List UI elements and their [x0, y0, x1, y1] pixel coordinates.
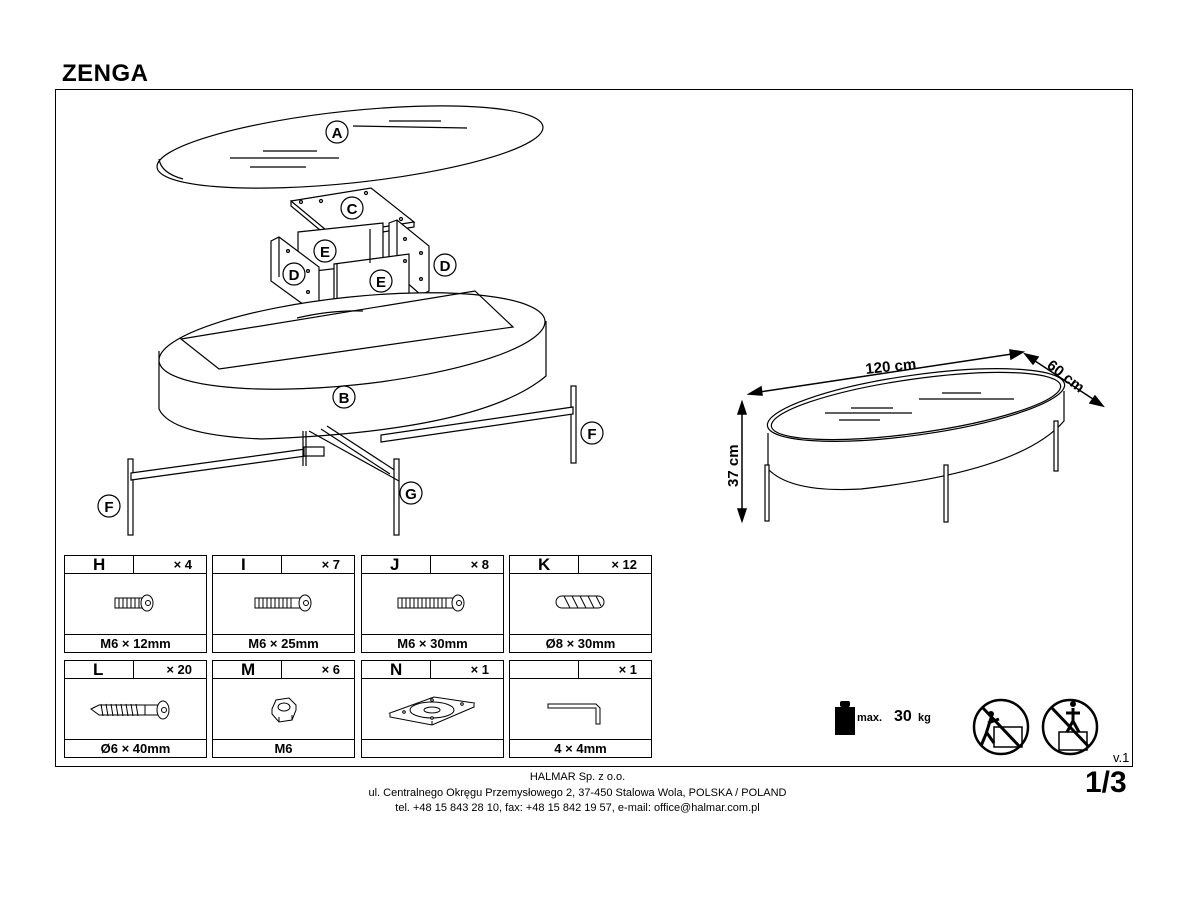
length-label: 120 cm	[865, 356, 917, 378]
metal-legs	[127, 385, 577, 536]
weight-icon	[835, 701, 855, 735]
hardware-size: M6 × 30mm	[362, 634, 503, 652]
hardware-quantity: × 20	[166, 662, 192, 677]
hardware-letter: H	[93, 555, 106, 574]
hardware-letter: I	[241, 555, 246, 574]
hardware-size: Ø6 × 40mm	[65, 739, 206, 757]
hardware-quantity: × 7	[321, 557, 340, 572]
hardware-card-allen-key: × 1 4 × 4mm	[509, 660, 652, 758]
label-d-1: D	[289, 267, 300, 284]
company-name: HALMAR Sp. z o.o.	[529, 771, 626, 783]
label-f-1: F	[587, 426, 596, 443]
allen-key-icon	[547, 703, 601, 725]
weight-limit-value: 30	[894, 708, 912, 725]
hex-nut-icon	[271, 697, 297, 723]
hardware-size: M6 × 12mm	[65, 634, 206, 652]
label-e-2: E	[376, 274, 386, 291]
hardware-card-n: N × 1	[361, 660, 504, 758]
hardware-card-h: H × 4 M6 × 12mm	[64, 555, 207, 653]
no-standing-icon	[1041, 698, 1099, 756]
hardware-card-k: K × 12 Ø8 × 30mm	[509, 555, 652, 653]
label-a: A	[332, 125, 343, 142]
label-g: G	[405, 486, 417, 503]
hardware-quantity: × 12	[611, 557, 637, 572]
hardware-size: 4 × 4mm	[510, 739, 651, 757]
label-e-1: E	[320, 244, 330, 261]
hardware-size: Ø8 × 30mm	[510, 634, 651, 652]
swivel-plate-icon	[388, 696, 476, 726]
hardware-quantity: × 4	[173, 557, 192, 572]
hardware-quantity: × 1	[618, 662, 637, 677]
hardware-letter: M	[241, 660, 256, 679]
exploded-view-drawing: A C E D E D B F G F	[97, 105, 1105, 756]
hardware-card-l: L × 20 Ø6 × 40mm	[64, 660, 207, 758]
label-f-2: F	[104, 499, 113, 516]
label-d-2: D	[440, 258, 451, 275]
bolt-long-icon	[397, 594, 465, 612]
instruction-frame: A C E D E D B F G F	[55, 89, 1133, 767]
label-c: C	[347, 201, 358, 218]
company-address: ul. Centralnego Okręgu Przemysłowego 2, …	[368, 787, 787, 799]
dimension-arrows	[736, 349, 1105, 524]
hardware-size	[362, 739, 503, 757]
label-b: B	[339, 390, 350, 407]
assembled-table	[764, 368, 1066, 523]
hardware-card-m: M × 6 M6	[212, 660, 355, 758]
hardware-letter: J	[390, 555, 400, 574]
document-title: ZENGA	[62, 60, 149, 87]
bolt-medium-icon	[254, 594, 312, 612]
hardware-letter: N	[390, 660, 403, 679]
wood-screw-icon	[90, 700, 170, 720]
hardware-quantity: × 6	[321, 662, 340, 677]
no-climbing-icon	[972, 698, 1030, 756]
glass-top-part	[156, 105, 544, 189]
version-label: v.1	[1113, 750, 1130, 765]
hardware-letter: K	[538, 555, 551, 574]
hardware-quantity: × 8	[470, 557, 489, 572]
hardware-card-j: J × 8 M6 × 30mm	[361, 555, 504, 653]
weight-limit-label: max.	[857, 712, 883, 724]
hardware-letter: L	[93, 660, 104, 679]
hardware-size: M6 × 25mm	[213, 634, 354, 652]
hardware-quantity: × 1	[470, 662, 489, 677]
hardware-size: M6	[213, 739, 354, 757]
weight-limit-unit: kg	[918, 712, 931, 724]
bolt-short-icon	[114, 594, 154, 612]
hardware-card-i: I × 7 M6 × 25mm	[212, 555, 355, 653]
page-number: 1/3	[1085, 766, 1127, 799]
company-contact: tel. +48 15 843 28 10, fax: +48 15 842 1…	[395, 802, 760, 814]
oval-base-part	[158, 290, 547, 440]
part-labels: A C E D E D B F G F	[97, 120, 604, 518]
height-label: 37 cm	[725, 444, 742, 487]
wooden-dowel-icon	[555, 595, 605, 609]
